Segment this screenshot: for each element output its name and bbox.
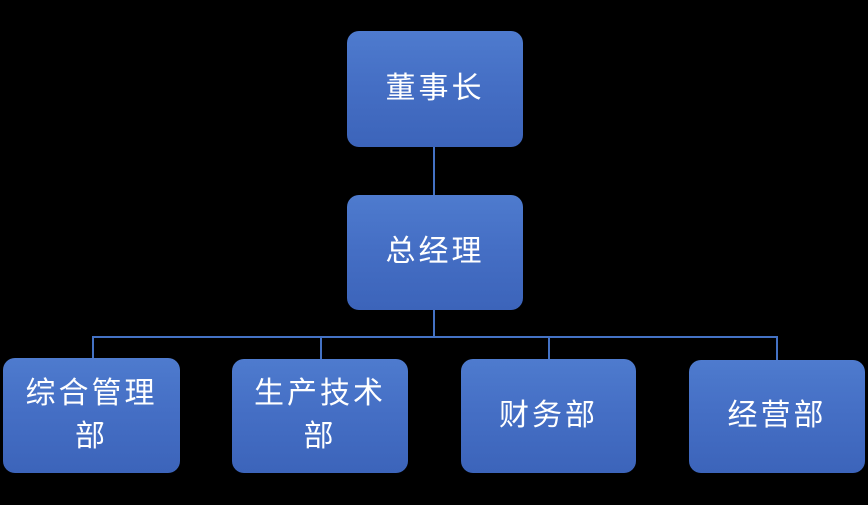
connector-drop-production-tech (320, 336, 322, 360)
org-node-dept-general-admin: 综合管理 部 (3, 358, 180, 473)
org-node-chairman: 董事长 (347, 31, 523, 147)
connector-drop-operations (776, 336, 778, 361)
connector-gm-to-bus (433, 310, 435, 337)
org-node-general-manager: 总经理 (347, 195, 523, 310)
connector-horizontal-bus (92, 336, 778, 338)
org-node-dept-production-tech: 生产技术 部 (232, 359, 408, 473)
connector-drop-general-admin (92, 336, 94, 359)
connector-chairman-to-gm (433, 147, 435, 195)
connector-drop-finance (548, 336, 550, 360)
org-node-dept-operations: 经营部 (689, 360, 865, 473)
org-node-dept-finance: 财务部 (461, 359, 636, 473)
